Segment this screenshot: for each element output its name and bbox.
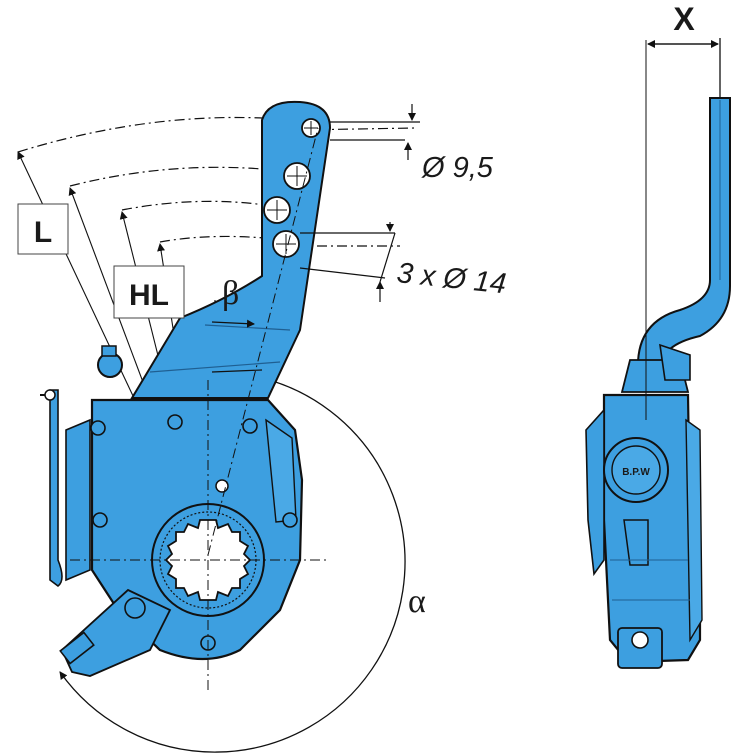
- adjusting-screw: [60, 588, 172, 677]
- bpw-logo-text: B.P.W: [622, 467, 650, 478]
- label-hole-small: Ø 9,5: [421, 152, 494, 184]
- label-HL: HL: [129, 279, 169, 312]
- retaining-clip: [49, 389, 63, 588]
- label-hole-large: 3 x Ø 14: [395, 257, 507, 300]
- label-alpha: α: [408, 583, 426, 620]
- beta-angle: [211, 319, 263, 373]
- label-L-box: L: [17, 203, 69, 255]
- radius-arc-3: [121, 200, 273, 211]
- side-lever: [636, 97, 731, 371]
- label-HL-box: HL: [113, 265, 185, 319]
- x-dimension: [647, 38, 721, 98]
- radius-arc-2: [69, 166, 293, 187]
- lever-arm: [130, 100, 332, 399]
- adjuster-front-view: [40, 100, 332, 677]
- radius-arcs: [17, 116, 416, 247]
- housing-bolts: [90, 414, 298, 651]
- label-beta: β: [222, 275, 239, 312]
- centerlines: [70, 127, 330, 690]
- hole-dimensions: [299, 104, 420, 302]
- adjuster-side-view: B.P.W: [585, 40, 731, 669]
- label-X: X: [673, 1, 695, 37]
- alpha-angle-arc: [59, 377, 406, 753]
- side-bottom-eye: [631, 631, 649, 649]
- label-L: L: [34, 216, 52, 249]
